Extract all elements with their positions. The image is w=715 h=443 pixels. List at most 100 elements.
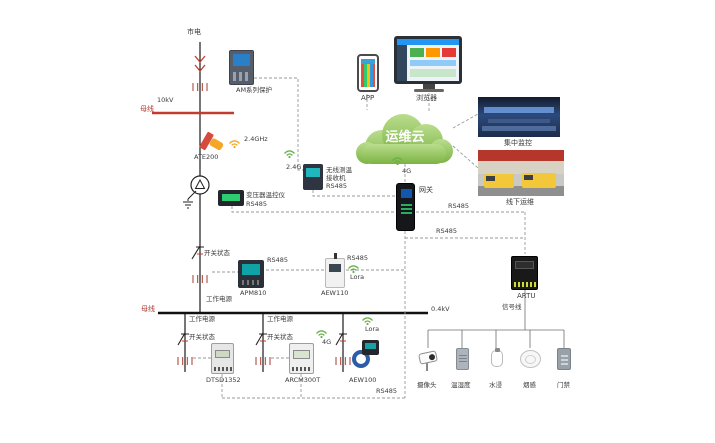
device-screen [306,168,320,177]
photo-decoration [484,107,554,113]
camera-lens [428,353,436,361]
device-screen [242,264,260,275]
branch1-switch-label: 开关状态 [189,333,215,341]
device-buttons [233,72,250,81]
rs485-gateway-label-2: RS485 [436,227,458,235]
cloud-icon [356,114,453,164]
aew100-ct-ring [352,350,370,368]
service-van [522,173,556,188]
artu-label: ARTU [517,292,536,300]
sensor-label-door: 门禁 [557,381,570,389]
rs485-gateway-label-1: RS485 [448,202,470,210]
monitor-screen [397,39,459,81]
arcm300t-device [289,343,314,374]
gateway-label: 网关 [419,186,433,194]
protection-relay-device [229,50,254,85]
smartphone-icon [357,54,379,92]
rs485-aew110-label: RS485 [347,254,369,262]
device-screen [515,261,534,269]
screen-decoration [397,39,459,45]
relay-label: AM系列保护 [236,86,273,94]
temp-humidity-sensor-icon [456,348,469,370]
photo-decoration [478,186,564,196]
device-screen [329,264,341,272]
dtsd1352-label: DTSD1352 [206,376,241,384]
cloud-name-label: 运维云 [385,130,425,145]
branch2-switch-label: 开关状态 [267,333,293,341]
screen-decoration [410,60,456,66]
voltage-10kv-label: 10kV [157,96,174,104]
sensor-grille [459,353,467,363]
aew110-device [325,253,345,288]
wifi-icon-ate200 [229,140,240,148]
screen-decoration [426,48,440,57]
keypad [561,353,568,365]
branch1-power-label: 工作电源 [189,315,215,323]
detector-ring [525,355,536,364]
rs485-bottom-label: RS485 [376,387,398,395]
smoke-detector-icon [520,350,541,368]
wifi-icon-4g-gateway [392,157,403,165]
busbar-lv-label: 母线 [141,305,155,313]
sensor-label-temp-humidity: 温湿度 [451,381,471,389]
txctrl-bus-label: RS485 [246,200,268,208]
voltage-04kv-label: 0.4kV [431,305,450,313]
txctrl-label: 变压器温控仪 [246,191,285,199]
photo-ops-label: 线下运维 [506,198,534,206]
aew100-device [362,340,379,355]
device-buttons [242,280,260,285]
sensor-label-water: 水浸 [489,381,502,389]
van-window [486,176,495,181]
mains-label: 市电 [187,28,201,36]
device-screen [233,54,250,66]
water-leak-sensor-icon [491,348,503,367]
ate200-label: ATE200 [194,153,219,161]
photo-monitoring-label: 集中监控 [504,139,532,147]
lora-aew110-label: Lora [350,273,365,281]
device-screen [293,350,310,359]
wireless-temp-receiver-device [303,164,323,190]
dtsd1352-meter-device [211,343,234,374]
camera-stand [426,363,428,371]
photo-field-operations [478,150,564,196]
arcm-4g-label: 4G [322,338,332,346]
app-label: APP [361,94,375,102]
screen-decoration [410,69,456,77]
photo-decoration [488,119,550,123]
service-van [484,174,514,188]
photo-decoration [478,150,564,161]
screen-decoration [397,45,407,81]
receiver-label-1: 无线测温 [326,166,352,174]
working-power-label-main: 工作电源 [206,295,232,303]
wifi-icon-4g-arcm [316,330,327,338]
artu-device [511,256,538,290]
device-screen [401,189,412,198]
branch2-power-label: 工作电源 [267,315,293,323]
device-screen [215,350,230,358]
screen-decoration [410,48,424,57]
aew100-label: AEW100 [349,376,377,384]
photo-decoration [478,161,564,174]
signal-line-label: 信号线 [502,303,522,311]
freq-rx-label: 2.4G [286,163,302,171]
transformer-temp-controller-device [218,190,244,206]
photo-decoration [482,126,556,131]
device-screen [222,194,240,201]
freq-ate-label: 2.4GHz [244,135,268,143]
monitor-base [414,89,444,92]
wifi-icon-lora-aew100 [362,317,373,325]
wifi-icon-2g4 [284,150,295,158]
gateway-device [396,183,415,231]
rs485-apm-label: RS485 [267,256,289,264]
sensor-label-smoke: 烟感 [523,381,536,389]
device-terminals [214,367,232,371]
aew100-lora-label: Lora [365,325,380,333]
monitor-stand [423,84,435,89]
van-window [524,175,533,180]
switch-state-label-main: 开关状态 [204,249,230,257]
device-leds [401,202,412,216]
antenna [334,253,337,259]
arcm300t-label: ARCM300T [285,376,321,384]
